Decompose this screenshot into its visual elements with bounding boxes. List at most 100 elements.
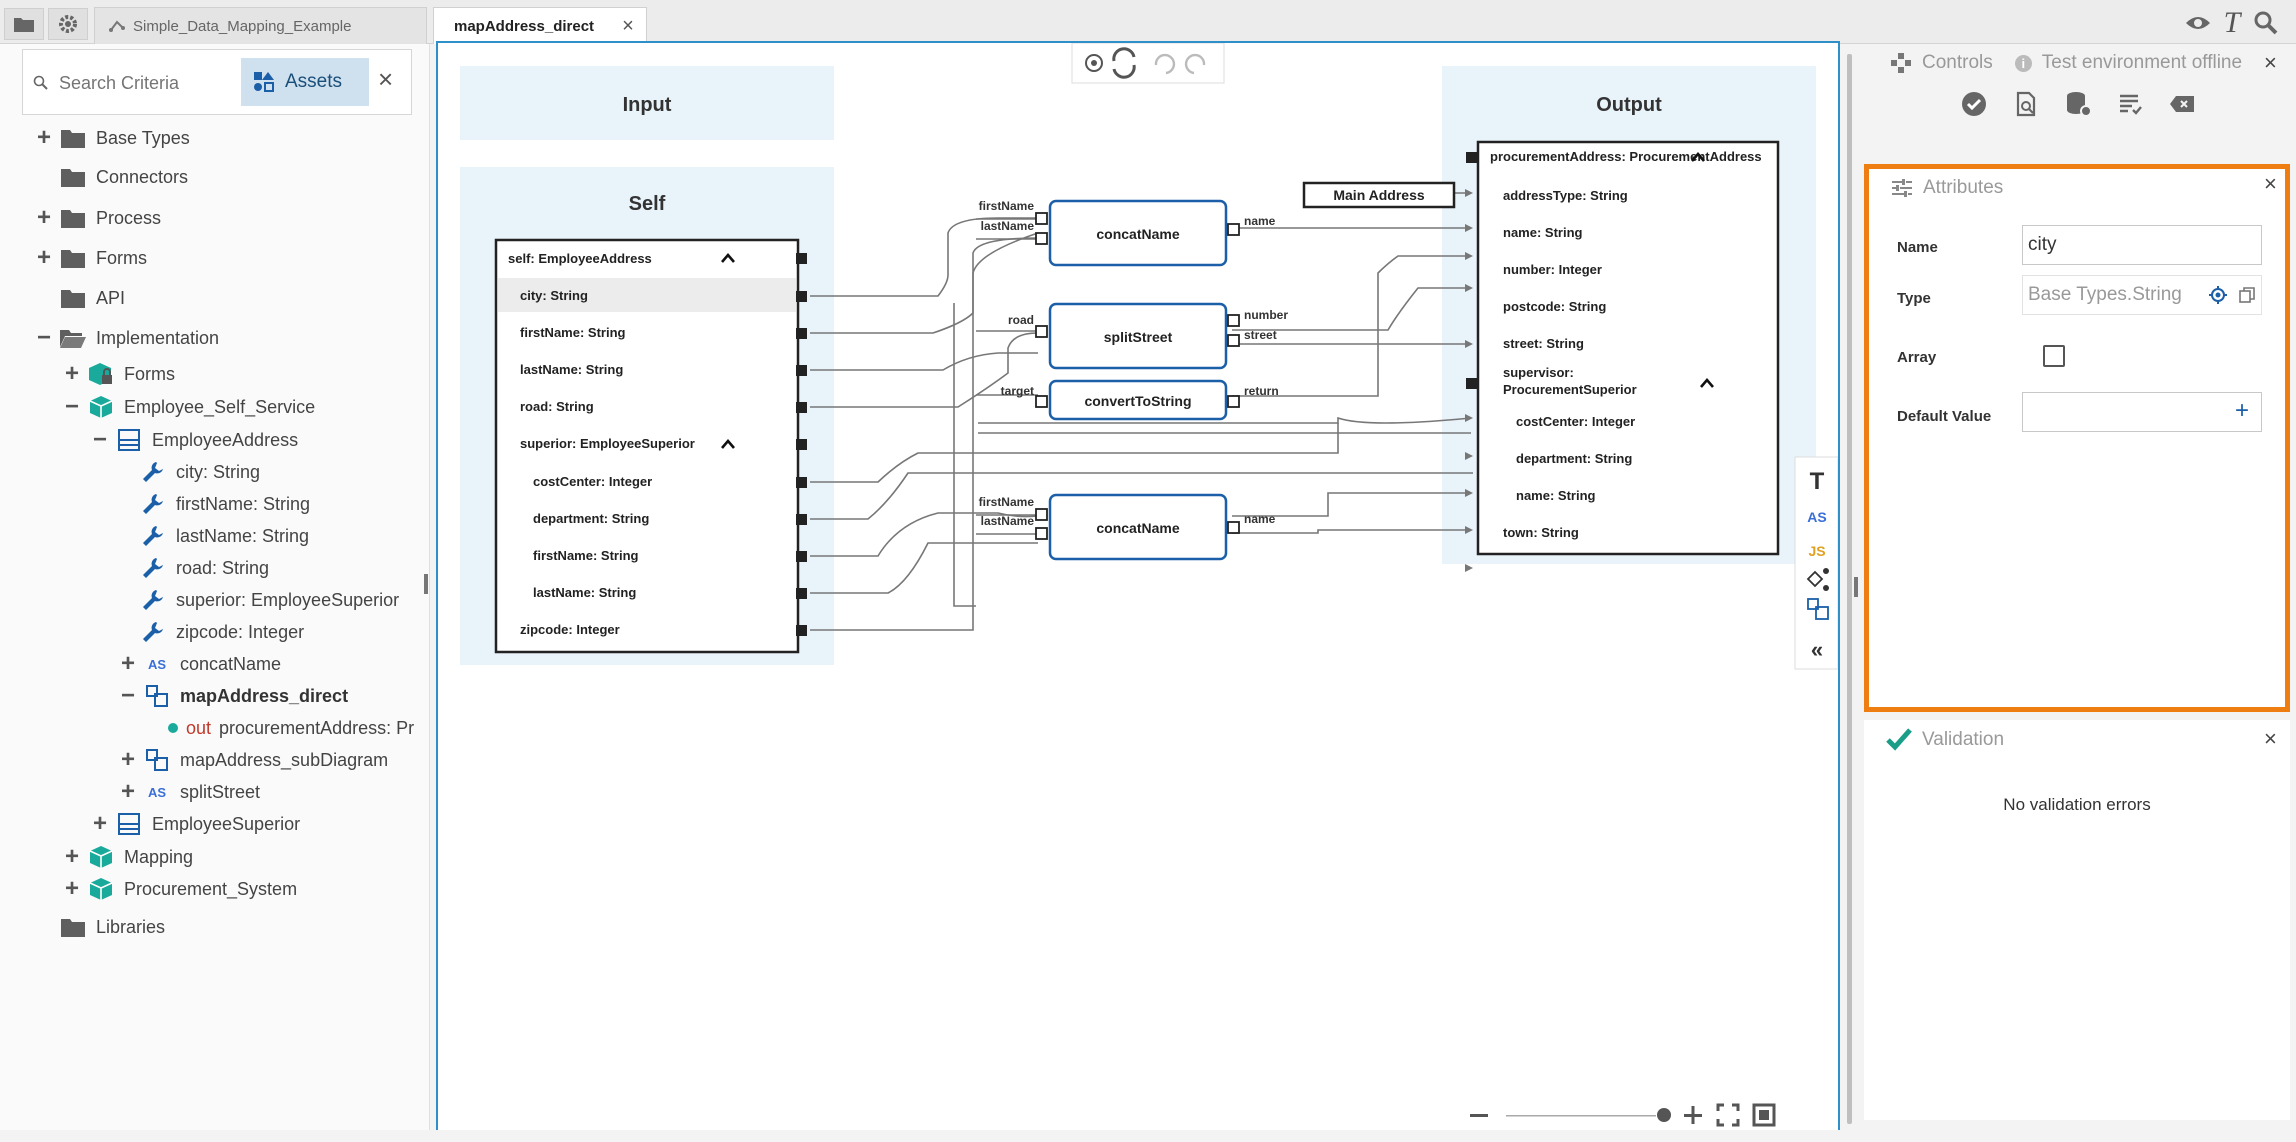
connector-port[interactable] [796,477,807,488]
array-checkbox[interactable] [2043,345,2065,367]
tree-item[interactable]: +Mapping [58,841,193,873]
expand-icon[interactable]: + [36,124,51,151]
list-check-icon[interactable] [2116,90,2144,118]
connector-port[interactable] [1466,378,1477,389]
tree-item[interactable]: zipcode: Integer [138,616,304,648]
tree-item[interactable]: Libraries [58,911,165,943]
expand-icon[interactable]: + [64,875,79,902]
tree-item[interactable]: +Process [30,202,161,234]
tree-item[interactable]: +Procurement_System [58,873,297,905]
eye-icon[interactable] [2182,8,2214,38]
expand-icon[interactable]: + [120,778,135,805]
tree-item[interactable]: +EmployeeSuperior [86,808,300,840]
collapse-caret-icon[interactable] [721,253,735,263]
name-input[interactable]: city [2022,225,2262,265]
collapse-icon[interactable]: − [92,426,107,453]
connector-port[interactable] [796,514,807,525]
tab-simple-data-mapping[interactable]: Simple_Data_Mapping_Example [94,7,427,44]
panel-splitter[interactable] [1854,577,1858,597]
subdiagram-tool-icon[interactable] [1807,598,1829,620]
output-box[interactable] [1476,140,1780,556]
close-tab-icon[interactable]: × [622,14,634,37]
tree-item[interactable]: +Base Types [30,122,190,154]
collapse-tools-icon[interactable]: « [1811,637,1823,662]
type-input[interactable]: Base Types.String [2022,275,2262,315]
copy-icon[interactable] [2239,287,2255,303]
tree-item[interactable]: Connectors [58,161,188,193]
default-value-input[interactable]: + [2022,392,2262,432]
focus-icon[interactable] [1085,54,1103,72]
tree-item[interactable]: city: String [138,456,260,488]
text-tool-icon[interactable]: T [1810,468,1825,495]
text-format-icon[interactable]: T [2223,6,2241,39]
document-search-icon[interactable] [2012,90,2040,118]
clear-search-icon[interactable]: × [378,64,394,94]
tree-item[interactable]: +Forms [30,242,147,274]
add-icon[interactable]: + [2235,397,2250,424]
canvas-scrollbar[interactable] [1847,54,1852,1124]
fit-screen-icon[interactable] [1716,1103,1740,1127]
connector-port[interactable] [796,402,807,413]
as-tool-icon[interactable]: AS [1807,509,1826,525]
redo-icon[interactable] [1184,53,1206,75]
search-icon[interactable] [2250,8,2282,38]
tree-item[interactable]: −EmployeeAddress [86,424,298,456]
expand-icon[interactable]: + [36,204,51,231]
zoom-in-icon[interactable] [1684,1106,1702,1124]
search-input[interactable] [57,68,233,98]
connector-port[interactable] [796,551,807,562]
zoom-out-icon[interactable] [1470,1114,1488,1117]
tree-item[interactable]: −Implementation [30,322,219,354]
zoom-slider-track[interactable] [1506,1115,1656,1117]
connector-port[interactable] [1466,152,1477,163]
collapse-caret-icon[interactable] [1700,378,1714,388]
zoom-slider-knob[interactable] [1657,1108,1671,1122]
expand-icon[interactable]: + [36,244,51,271]
connector-port[interactable] [796,291,807,302]
tree-item[interactable]: firstName: String [138,488,310,520]
function-concat-name-1[interactable]: concatName firstName lastName name [979,199,1276,267]
connector-port[interactable] [796,253,807,264]
undo-icon[interactable] [1154,53,1176,75]
collapse-caret-icon[interactable] [721,439,735,449]
connector-port[interactable] [796,328,807,339]
expand-icon[interactable]: + [120,650,135,677]
close-controls-icon[interactable]: × [2264,50,2277,75]
collapse-caret-icon[interactable] [1691,152,1705,162]
expand-icon[interactable]: + [120,746,135,773]
tree-item[interactable]: lastName: String [138,520,309,552]
assets-button[interactable]: Assets [241,58,369,106]
tab-map-address-direct[interactable]: mapAddress_direct × [433,7,647,44]
expand-icon[interactable]: + [64,843,79,870]
tree-item[interactable]: +mapAddress_subDiagram [114,744,388,776]
decision-tool-icon[interactable] [1806,568,1829,591]
sidebar-splitter[interactable] [424,574,428,594]
locate-icon[interactable] [2209,286,2227,304]
tree-item[interactable]: road: String [138,552,269,584]
collapse-icon[interactable]: − [120,682,135,709]
constant-main-address[interactable]: Main Address [1302,181,1456,209]
tree-item[interactable]: API [58,282,125,314]
close-validation-icon[interactable]: × [2264,726,2277,751]
tree-item[interactable]: superior: EmployeeSuperior [138,584,399,616]
js-tool-icon[interactable]: JS [1808,543,1825,559]
refresh-icon[interactable] [1112,47,1136,79]
tree-item[interactable]: +Forms [58,358,175,390]
expand-icon[interactable]: + [92,810,107,837]
tree-item[interactable]: −Employee_Self_Service [58,391,315,423]
expand-icon[interactable]: + [64,360,79,387]
tree-item[interactable]: −mapAddress_direct [114,680,348,712]
settings-button[interactable] [48,8,88,40]
check-circle-icon[interactable] [1960,90,1988,118]
function-concat-name-2[interactable]: concatName firstName lastName name [979,493,1276,561]
folder-button[interactable] [4,8,44,40]
collapse-icon[interactable]: − [64,393,79,420]
function-split-street[interactable]: splitStreet road number street [1008,302,1288,370]
label-clear-icon[interactable] [2168,90,2196,118]
collapse-icon[interactable]: − [36,324,51,351]
fit-page-icon[interactable] [1752,1103,1776,1127]
connector-port[interactable] [796,365,807,376]
